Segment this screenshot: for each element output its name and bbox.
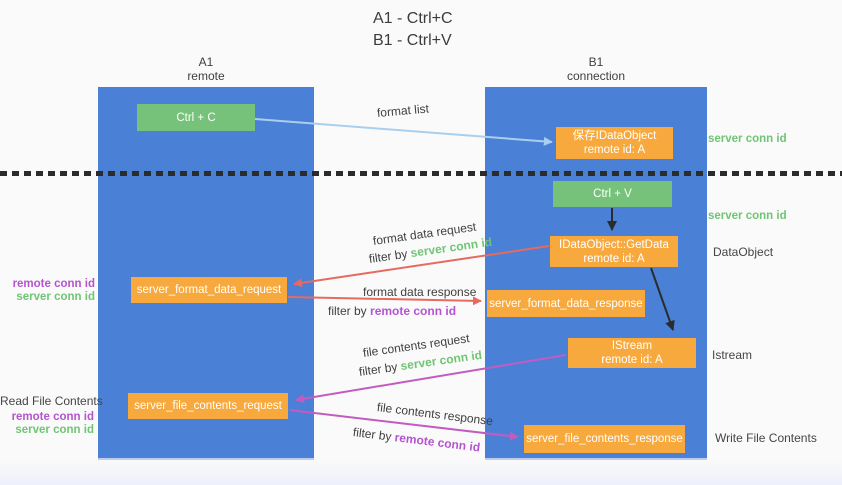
server-format-data-response-label: server_format_data_response — [489, 297, 643, 310]
server-format-data-request-node: server_format_data_request — [131, 277, 287, 303]
server-conn-id-annotation: server conn id — [15, 424, 94, 436]
remote-conn-id-text: remote conn id — [370, 304, 457, 318]
ctrl-c-node: Ctrl + C — [137, 104, 255, 131]
istream-line1: IStream — [611, 340, 653, 352]
lane-a1-role: remote — [187, 69, 225, 83]
server-conn-id-annotation-mid: server conn id — [708, 210, 787, 222]
save-idataobject-node: 保存IDataObject remote id: A — [556, 127, 673, 159]
session-separator-dotted-line — [0, 171, 842, 176]
title-line-1: A1 - Ctrl+C — [373, 10, 453, 27]
filter-by-text: filter by — [328, 304, 367, 318]
remote-conn-id-text: remote conn id — [393, 430, 481, 455]
format-list-label: format list — [376, 101, 430, 120]
server-format-data-response-node: server_format_data_response — [487, 290, 645, 317]
filter-by-remote-conn-id-label: filter by remote conn id — [328, 304, 456, 318]
server-conn-id-annotation-top: server conn id — [708, 133, 787, 145]
read-file-contents-annotation: Read File Contents — [0, 394, 103, 408]
left-conn-id-annotations-top: remote conn id server conn id — [0, 278, 95, 304]
server-file-contents-response-label: server_file_contents_response — [526, 433, 683, 445]
save-idataobject-line1: 保存IDataObject — [572, 130, 657, 142]
format-data-response-label: format data response — [363, 285, 477, 299]
getdata-line1: IDataObject::GetData — [559, 238, 669, 251]
lane-b1-name: B1 — [588, 55, 604, 69]
remote-conn-id-annotation: remote conn id — [11, 411, 94, 423]
ctrl-c-label: Ctrl + C — [176, 111, 216, 124]
istream-annotation: Istream — [712, 348, 753, 362]
server-conn-id-annotation: server conn id — [16, 291, 95, 303]
lane-a1-header: A1 remote — [98, 55, 314, 83]
filter-by-text: filter by — [352, 425, 393, 444]
left-annotations-bottom: Read File Contents remote conn id server… — [0, 394, 103, 437]
server-format-data-request-label: server_format_data_request — [136, 284, 282, 296]
istream-line2: remote id: A — [601, 354, 663, 366]
lane-a1-name: A1 — [198, 55, 214, 69]
server-file-contents-request-node: server_file_contents_request — [128, 393, 288, 419]
ctrl-v-node: Ctrl + V — [553, 181, 672, 207]
idataobject-getdata-node: IDataObject::GetData remote id: A — [550, 236, 678, 267]
remote-conn-id-annotation: remote conn id — [12, 278, 95, 290]
server-file-contents-request-label: server_file_contents_request — [134, 400, 282, 412]
lane-b1-role: connection — [566, 69, 626, 83]
title-line-2: B1 - Ctrl+V — [373, 32, 452, 49]
dataobject-annotation: DataObject — [713, 245, 774, 259]
bottom-fade — [0, 459, 842, 485]
lane-b1-header: B1 connection — [485, 55, 707, 83]
ctrl-v-label: Ctrl + V — [593, 188, 632, 200]
filter-by-text: filter by — [368, 246, 409, 266]
server-file-contents-response-node: server_file_contents_response — [524, 425, 685, 453]
save-idataobject-line2: remote id: A — [583, 144, 646, 156]
file-contents-response-label: file contents response — [376, 400, 494, 429]
istream-node: IStream remote id: A — [568, 338, 696, 368]
filter-by-text: filter by — [358, 359, 399, 379]
write-file-contents-annotation: Write File Contents — [715, 431, 817, 445]
filter-by-remote-conn-id-label: filter by remote conn id — [352, 425, 481, 455]
getdata-line2: remote id: A — [583, 252, 645, 265]
diagram-title: A1 - Ctrl+C B1 - Ctrl+V — [373, 8, 453, 52]
